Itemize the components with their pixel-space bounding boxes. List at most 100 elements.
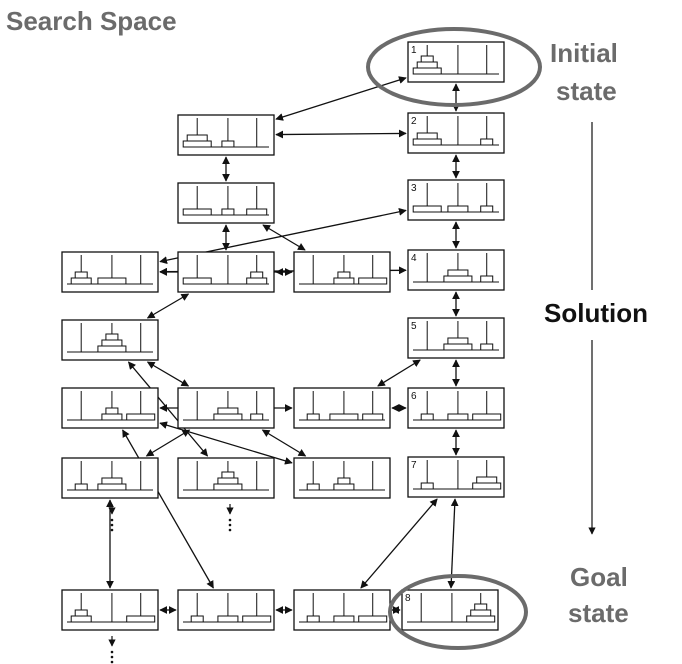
state-6: 6: [407, 387, 505, 429]
disk-3: [126, 413, 156, 421]
disk-2: [333, 483, 355, 491]
state-number: 6: [411, 391, 417, 402]
state-frame: [407, 179, 505, 221]
disk-2: [246, 208, 268, 216]
goal-state-label-line1: Goal: [570, 562, 628, 592]
state-b1: [177, 114, 275, 156]
disk-2: [447, 269, 469, 277]
state-1: 1: [407, 41, 505, 83]
continuation-dot: [110, 518, 114, 522]
disk-3: [472, 413, 502, 421]
disk-1: [105, 333, 119, 341]
disk-3: [358, 615, 388, 623]
state-5: 5: [407, 317, 505, 359]
disk-2: [101, 477, 123, 485]
edge-e3-f1: [145, 429, 191, 457]
disk-2: [447, 205, 469, 213]
disk-1: [420, 413, 434, 421]
disk-2: [217, 615, 239, 623]
continuation-dot: [110, 655, 114, 659]
edges-layer: [106, 76, 460, 614]
disk-1: [306, 413, 320, 421]
state-3: 3: [407, 179, 505, 221]
state-g2: [177, 589, 275, 631]
disk-3: [412, 138, 442, 146]
state-e2: [61, 387, 159, 429]
state-e3: [177, 387, 275, 429]
state-c2: [293, 251, 391, 293]
continuation-dot: [110, 660, 114, 664]
disk-1: [221, 471, 235, 479]
disk-3: [182, 208, 212, 216]
state-f1: [61, 457, 159, 499]
disk-3: [412, 205, 442, 213]
edge-e3-f3: [261, 429, 307, 457]
disk-3: [329, 413, 359, 421]
state-frame: [177, 589, 275, 631]
disk-1: [190, 615, 204, 623]
initial-state-label-line1: Initial: [550, 38, 618, 68]
edge-b1-2: [275, 129, 407, 139]
continuation-dot: [110, 650, 114, 654]
disk-1: [74, 483, 88, 491]
disk-1: [480, 275, 494, 283]
disk-2: [101, 413, 123, 421]
disk-3: [412, 67, 442, 75]
disk-3: [182, 140, 212, 148]
disk-3: [358, 277, 388, 285]
state-frame: [293, 387, 391, 429]
disk-1: [420, 482, 434, 490]
disk-3: [97, 345, 127, 353]
disk-2: [186, 134, 208, 142]
disk-1: [250, 271, 264, 279]
state-frame: [293, 589, 391, 631]
disk-3: [242, 615, 272, 623]
edge-e2-g2: [122, 429, 214, 589]
state-f3: [293, 457, 391, 499]
disk-3: [126, 615, 156, 623]
disk-3: [213, 413, 243, 421]
disk-3: [443, 275, 473, 283]
disk-1: [480, 138, 494, 146]
state-d1: [61, 319, 159, 361]
edge-7-g3: [360, 498, 438, 589]
state-8: 8: [401, 589, 499, 631]
continuation-f1: [108, 504, 116, 532]
state-f2: [177, 457, 275, 499]
continuation-dots: [108, 504, 234, 664]
edge-b1-1: [275, 76, 407, 121]
state-c3: [61, 251, 159, 293]
disk-1: [105, 407, 119, 415]
disk-1: [250, 413, 264, 421]
continuation-dot: [110, 523, 114, 527]
state-c1: [177, 251, 275, 293]
continuation-dot: [228, 523, 232, 527]
edge-7-8: [447, 498, 459, 589]
disk-1: [221, 140, 235, 148]
state-number: 5: [411, 321, 417, 332]
state-g3: [293, 589, 391, 631]
disk-2: [333, 615, 355, 623]
state-e1: [293, 387, 391, 429]
disk-2: [470, 609, 492, 617]
edge-b2-c2: [262, 224, 306, 251]
state-7: 7: [407, 456, 505, 498]
state-number: 2: [411, 116, 417, 127]
state-frame: [407, 387, 505, 429]
continuation-dot: [228, 518, 232, 522]
disk-1: [480, 205, 494, 213]
disk-2: [217, 407, 239, 415]
disk-2: [101, 339, 123, 347]
state-number: 3: [411, 183, 417, 194]
state-b2: [177, 182, 275, 224]
state-frame: [177, 182, 275, 224]
state-number: 1: [411, 45, 417, 56]
disk-1: [480, 343, 494, 351]
disk-2: [333, 277, 355, 285]
disk-3: [97, 277, 127, 285]
disk-3: [466, 615, 496, 623]
disk-3: [182, 277, 212, 285]
diagram-title: Search Space: [6, 6, 177, 36]
disk-2: [416, 132, 438, 140]
